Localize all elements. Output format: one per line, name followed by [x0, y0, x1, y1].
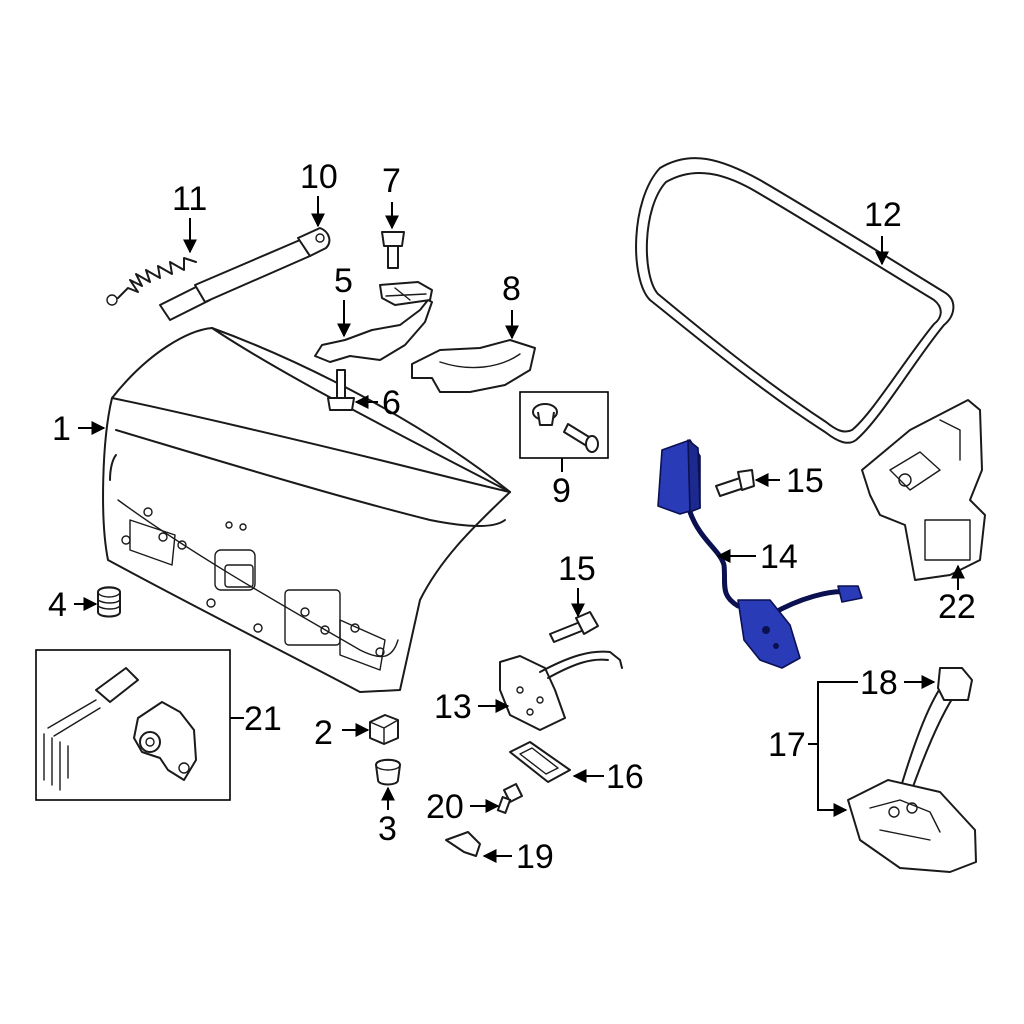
- gas-strut-part: [159, 227, 331, 321]
- latch-bracket-part: [499, 650, 623, 731]
- bolt-15-lower-part: [549, 611, 599, 643]
- callout-10: 10: [300, 158, 338, 196]
- actuator-part: [861, 399, 986, 581]
- callout-21: 21: [244, 700, 282, 738]
- callout-labels: 1 2 3 4 5 6 7 8 9 10 11 12 13 14 15 15 1…: [48, 158, 976, 876]
- callout-2: 2: [314, 714, 333, 752]
- hinge-part: [314, 281, 433, 363]
- latch-kit-part: [35, 649, 231, 801]
- callout-8: 8: [502, 270, 521, 308]
- callout-12: 12: [864, 196, 902, 234]
- bolt-15-upper-part: [715, 469, 755, 497]
- callout-6: 6: [382, 384, 401, 422]
- bumper-part: [375, 758, 401, 786]
- callout-3: 3: [378, 810, 397, 848]
- spring-part: [106, 257, 197, 306]
- callout-5: 5: [334, 262, 353, 300]
- cushion-part: [97, 586, 121, 618]
- cover-cap-part: [445, 831, 481, 857]
- weatherstrip-part: [635, 157, 955, 444]
- callout-18: 18: [860, 664, 898, 702]
- wiring-harness-highlighted-part: [657, 439, 863, 669]
- fastener-set-part: [519, 391, 609, 459]
- callout-13: 13: [434, 688, 472, 726]
- callout-19: 19: [516, 838, 554, 876]
- hinge-cover-part: [411, 339, 536, 393]
- pin-part: [496, 783, 523, 814]
- callout-20: 20: [426, 788, 464, 826]
- callout-4: 4: [48, 586, 67, 624]
- callout-1: 1: [52, 410, 71, 448]
- callout-22: 22: [938, 588, 976, 626]
- bolt-6-part: [327, 369, 355, 411]
- callout-16: 16: [606, 758, 644, 796]
- callout-11: 11: [172, 180, 207, 218]
- bolt-7-part: [381, 231, 405, 269]
- leader-lines: [74, 196, 965, 863]
- handle-housing-part: [509, 741, 571, 783]
- callout-14: 14: [760, 538, 798, 576]
- callout-7: 7: [382, 162, 401, 200]
- callout-9: 9: [552, 472, 571, 510]
- callout-17: 17: [768, 726, 806, 764]
- callout-15-upper: 15: [786, 462, 824, 500]
- release-switch-part: [847, 667, 977, 873]
- clip-nut-part: [369, 714, 399, 745]
- callout-15-lower: 15: [558, 550, 596, 588]
- trunk-lid-part: [102, 327, 511, 693]
